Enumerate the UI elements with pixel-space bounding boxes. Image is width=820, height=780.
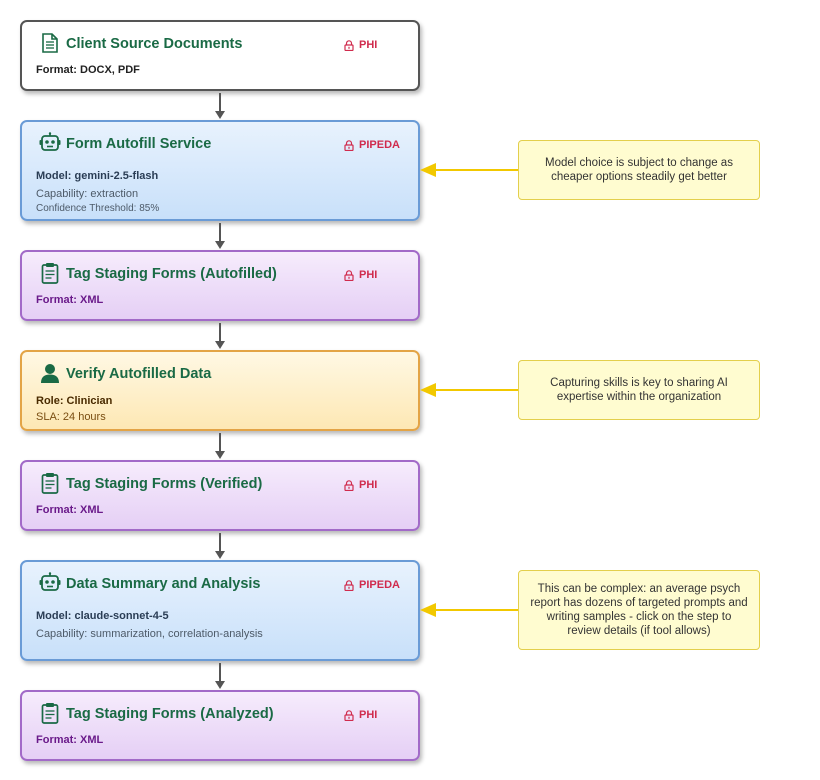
phi-badge: PHI [344, 709, 377, 721]
clipboard-icon [41, 473, 59, 494]
form-autofill-service-node[interactable]: Form Autofill Service PIPEDA Model: gemi… [20, 120, 420, 221]
flow-arrowhead [215, 551, 225, 559]
note-arrowhead [420, 383, 436, 397]
verify-autofilled-data-node[interactable]: Verify Autofilled Data Role: Clinician S… [20, 350, 420, 431]
flow-arrowhead [215, 111, 225, 119]
node-title: Tag Staging Forms (Analyzed) [66, 706, 274, 722]
phi-badge: PHI [344, 479, 377, 491]
flow-arrowhead [215, 241, 225, 249]
node-role: Role: Clinician [36, 395, 113, 407]
lock-icon [344, 709, 354, 721]
robot-icon [39, 132, 61, 151]
badge-label: PHI [359, 709, 378, 721]
note-capturing-skills: Capturing skills is key to sharing AI ex… [518, 360, 760, 420]
lock-icon [344, 579, 354, 591]
node-format: Format: XML [36, 504, 104, 516]
flow-connector [219, 93, 221, 112]
flow-connector [219, 533, 221, 552]
node-title: Client Source Documents [66, 36, 243, 52]
node-title: Form Autofill Service [66, 136, 212, 152]
flow-connector [219, 323, 221, 342]
person-icon [41, 364, 59, 383]
clipboard-icon [41, 703, 59, 724]
node-title: Tag Staging Forms (Verified) [66, 476, 263, 492]
document-icon [42, 33, 58, 53]
lock-icon [344, 479, 354, 491]
note-connector [434, 169, 518, 171]
pipeda-badge: PIPEDA [344, 579, 400, 591]
node-model: Model: claude-sonnet-4-5 [36, 610, 169, 622]
node-format: Format: XML [36, 734, 104, 746]
pipeda-badge: PIPEDA [344, 139, 400, 151]
node-confidence-threshold: Confidence Threshold: 85% [36, 203, 160, 214]
node-model: Model: gemini-2.5-flash [36, 170, 159, 182]
flow-connector [219, 663, 221, 682]
robot-icon [39, 572, 61, 591]
note-connector [434, 609, 518, 611]
badge-label: PIPEDA [359, 579, 400, 591]
node-format: Format: DOCX, PDF [36, 64, 140, 76]
node-title: Tag Staging Forms (Autofilled) [66, 266, 277, 282]
phi-badge: PHI [344, 39, 377, 51]
flow-arrowhead [215, 451, 225, 459]
data-summary-and-analysis-node[interactable]: Data Summary and Analysis PIPEDA Model: … [20, 560, 420, 661]
tag-staging-forms-verified-node[interactable]: Tag Staging Forms (Verified) PHI Format:… [20, 460, 420, 531]
lock-icon [344, 39, 354, 51]
lock-icon [344, 139, 354, 151]
client-source-documents-node[interactable]: Client Source Documents PHI Format: DOCX… [20, 20, 420, 91]
phi-badge: PHI [344, 269, 377, 281]
note-complexity: This can be complex: an average psych re… [518, 570, 760, 650]
flow-arrowhead [215, 681, 225, 689]
node-title: Verify Autofilled Data [66, 366, 212, 382]
note-text: Capturing skills is key to sharing AI ex… [550, 377, 728, 403]
flow-arrowhead [215, 341, 225, 349]
badge-label: PHI [359, 39, 378, 51]
node-sla: SLA: 24 hours [36, 411, 106, 423]
badge-label: PHI [359, 269, 378, 281]
node-capability: Capability: summarization, correlation-a… [36, 628, 263, 640]
note-arrowhead [420, 163, 436, 177]
note-model-choice: Model choice is subject to change as che… [518, 140, 760, 200]
node-format: Format: XML [36, 294, 104, 306]
note-connector [434, 389, 518, 391]
lock-icon [344, 269, 354, 281]
clipboard-icon [41, 263, 59, 284]
flow-connector [219, 433, 221, 452]
node-title: Data Summary and Analysis [66, 576, 261, 592]
flow-connector [219, 223, 221, 242]
note-arrowhead [420, 603, 436, 617]
note-text: Model choice is subject to change as che… [545, 157, 733, 183]
tag-staging-forms-autofilled-node[interactable]: Tag Staging Forms (Autofilled) PHI Forma… [20, 250, 420, 321]
tag-staging-forms-analyzed-node[interactable]: Tag Staging Forms (Analyzed) PHI Format:… [20, 690, 420, 761]
badge-label: PIPEDA [359, 139, 400, 151]
badge-label: PHI [359, 479, 378, 491]
note-text: This can be complex: an average psych re… [530, 583, 748, 637]
node-capability: Capability: extraction [36, 188, 139, 200]
